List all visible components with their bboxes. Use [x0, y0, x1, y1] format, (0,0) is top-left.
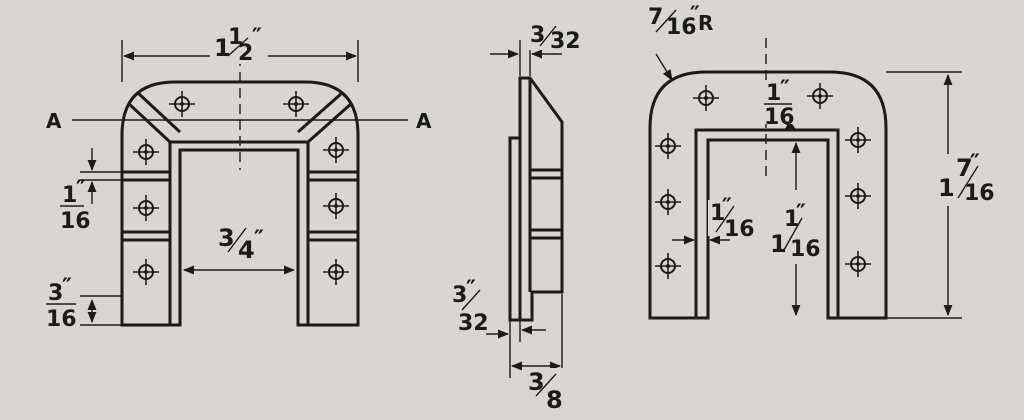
dim-radius-leader: [655, 53, 673, 81]
dim-numerator: 3: [218, 224, 235, 252]
inch-mark: ″: [252, 25, 262, 50]
dim-radius-label: 7 16 ″ R: [648, 3, 713, 40]
rivet-symbol: [692, 84, 720, 112]
fraction-bar: [461, 289, 481, 311]
dim-denominator: 32: [458, 311, 489, 336]
front-gusset-right-b: [297, 91, 343, 134]
dim-denominator: 16: [60, 209, 91, 234]
fraction-bar: [957, 165, 979, 199]
rivet-symbol: [322, 192, 350, 220]
inch-mark: ″: [722, 195, 732, 220]
rivet-symbol: [654, 252, 682, 280]
dim-whole: 1: [770, 230, 787, 258]
dim-numerator: 7: [648, 5, 663, 30]
inch-mark: ″: [690, 3, 700, 28]
dim-denominator: 2: [238, 41, 253, 66]
dim-depth-label: 3 8: [526, 368, 566, 414]
dim-whole: 1: [938, 174, 955, 202]
dim-inner-width-label: 3 4 ″: [218, 224, 264, 264]
inch-mark: ″: [970, 151, 980, 176]
dim-denominator: 8: [546, 386, 563, 414]
rear-inner-flange: [694, 128, 840, 318]
inch-mark: ″: [780, 77, 790, 102]
front-gusset-left-a: [126, 101, 172, 144]
fraction-bar: [535, 373, 557, 397]
fraction-bar: [539, 25, 557, 47]
inch-mark: ″: [62, 275, 72, 300]
dim-numerator: 3: [48, 281, 63, 306]
radius-suffix: R: [698, 11, 713, 35]
dim-denominator: 16: [46, 307, 77, 332]
front-gusset-left-b: [136, 91, 182, 134]
front-gusset-right-a: [307, 101, 353, 144]
rivet-symbol: [132, 258, 160, 286]
rivet-symbol: [132, 138, 160, 166]
dim-inner-height-label: 1 1 ″ 16: [770, 201, 821, 262]
fraction-bar: [783, 217, 803, 251]
dim-numerator: 1: [784, 207, 799, 232]
rivet-symbol: [322, 136, 350, 164]
section-label-left: A: [46, 109, 62, 133]
side-view: 3 32 3 ″ 32 3 8: [452, 23, 581, 414]
dim-wall-label: 1 ″ 16: [708, 195, 755, 242]
rivet-symbol: [168, 90, 196, 118]
dim-denominator: 16: [790, 237, 821, 262]
inch-mark: ″: [466, 277, 476, 302]
rivet-symbol: [844, 182, 872, 210]
dim-top-thickness-label: 3 32: [528, 23, 581, 54]
rivet-symbol: [844, 126, 872, 154]
fraction-bar: [227, 227, 247, 253]
dim-overall-width-label: 1 1 2 ″: [210, 25, 268, 66]
rivet-symbol: [654, 188, 682, 216]
inch-mark: ″: [254, 227, 264, 252]
rivet-symbol: [132, 194, 160, 222]
rivet-symbol: [654, 132, 682, 160]
dim-overall-height-label: 1 7 ″ 16: [934, 151, 996, 206]
side-plate-outline: [508, 76, 564, 322]
fraction-bar: [227, 37, 249, 57]
front-inner-flange: [168, 140, 310, 325]
dim-numerator: 7: [956, 154, 973, 182]
dim-whole: 1: [62, 183, 77, 208]
dim-whole: 1: [766, 81, 781, 106]
inch-mark: ″: [76, 177, 86, 202]
dim-lip-label: 1 ″ 16: [764, 77, 795, 130]
dim-numerator: 1: [228, 25, 243, 50]
dim-spacer-gap-label: 1 ″ 16: [60, 177, 91, 234]
dim-denominator: 4: [238, 236, 255, 264]
rivet-symbol: [322, 258, 350, 286]
dim-base-height-label: 3 ″ 16: [46, 275, 77, 332]
rivet-symbol: [844, 250, 872, 278]
fraction-bar: [655, 9, 677, 33]
front-view: A A 1 1 2 ″ 1 ″ 16: [46, 25, 432, 332]
rear-outline: [648, 70, 888, 320]
inch-mark: ″: [796, 201, 806, 226]
dim-numerator: 3: [528, 368, 545, 396]
rivet-symbol: [282, 90, 310, 118]
dim-numerator: 3: [530, 23, 545, 48]
dim-bottom-thickness-label: 3 ″ 32: [452, 277, 489, 336]
dim-denominator: 16: [764, 105, 795, 130]
dim-denominator: 16: [964, 181, 995, 206]
dim-denominator: 32: [550, 29, 581, 54]
front-outline: [120, 80, 360, 327]
dim-numerator: 3: [452, 283, 467, 308]
dim-numerator: 1: [710, 201, 725, 226]
rear-view: 7 16 ″ R 1 ″ 16 1 ″ 16 1 1: [648, 3, 996, 320]
dim-denominator: 16: [724, 217, 755, 242]
section-label-right: A: [416, 109, 432, 133]
dim-denominator: 16: [666, 15, 697, 40]
dim-whole: 1: [214, 34, 231, 62]
rivet-symbol: [806, 82, 834, 110]
fraction-bar: [715, 205, 735, 233]
